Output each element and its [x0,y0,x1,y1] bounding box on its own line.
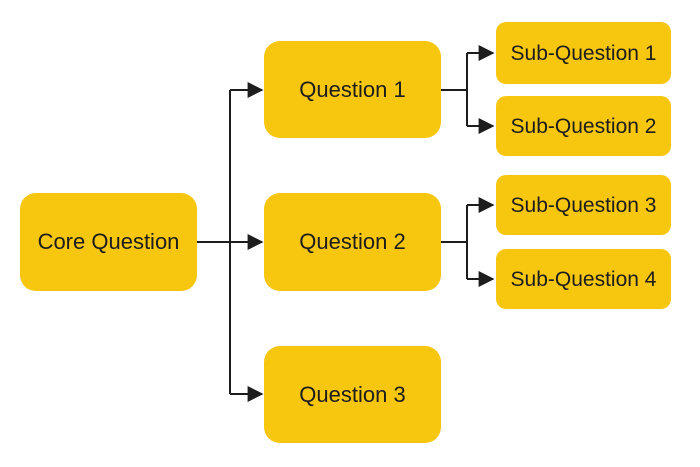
sub-question-node-1: Sub-Question 1 [496,22,671,84]
question-node-3: Question 3 [264,346,441,443]
core-question-node: Core Question [20,193,197,291]
question-label-3: Question 3 [299,381,406,407]
sub-question-label-2: Sub-Question 2 [510,114,657,138]
core-question-label: Core Question [37,229,180,254]
sub-question-label-3: Sub-Question 3 [510,193,657,217]
question-node-2: Question 2 [264,193,441,291]
sub-question-label-4: Sub-Question 4 [510,267,657,291]
sub-question-node-4: Sub-Question 4 [496,249,671,309]
sub-question-node-3: Sub-Question 3 [496,175,671,235]
question-label-2: Question 2 [299,229,406,254]
question-label-1: Question 1 [299,76,406,102]
sub-question-label-1: Sub-Question 1 [510,41,657,65]
sub-question-node-2: Sub-Question 2 [496,96,671,156]
question-node-1: Question 1 [264,41,441,138]
